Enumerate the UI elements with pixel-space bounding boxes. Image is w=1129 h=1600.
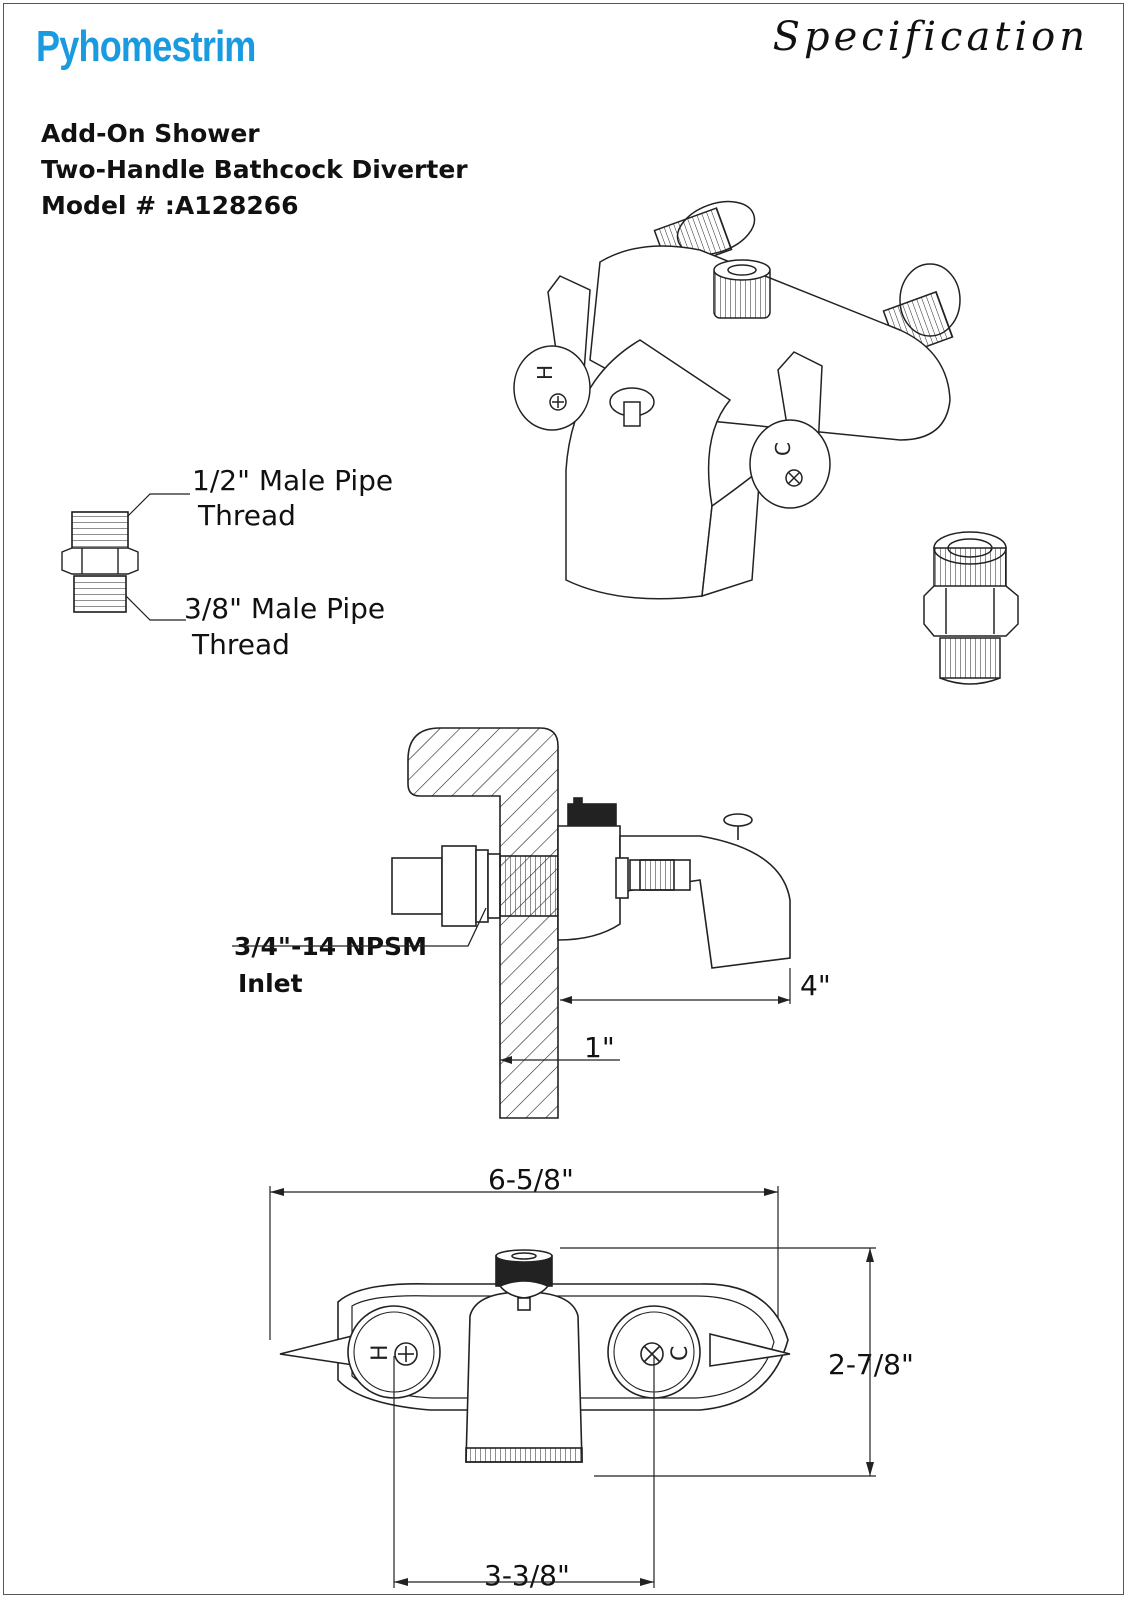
adapter-top-label-2: Thread: [198, 499, 296, 532]
brand-logo: Pyhomestrim: [36, 22, 256, 71]
adapter-bottom-label-2: Thread: [192, 628, 290, 661]
front-view-diagram: H C: [269, 1186, 876, 1588]
side-view-diagram: [232, 727, 791, 1119]
center-spacing-dimension: 3-3/8": [484, 1559, 570, 1592]
height-dimension: 2-7/8": [828, 1348, 914, 1381]
hot-mark: H: [533, 365, 557, 380]
model-number: Model # :A128266: [41, 191, 299, 220]
cold-mark: C: [771, 442, 795, 456]
pipe-adapter-diagram: [61, 493, 190, 621]
product-type: Two-Handle Bathcock Diverter: [41, 155, 468, 184]
product-info: Add-On Shower Two-Handle Bathcock Divert…: [41, 116, 468, 224]
product-name: Add-On Shower: [41, 119, 260, 148]
adapter-top-label-1: 1/2" Male Pipe: [192, 464, 394, 497]
faucet-isometric-diagram: H C: [513, 200, 961, 600]
wall-offset-dimension: 1": [584, 1031, 615, 1064]
front-hot-mark: H: [368, 1344, 393, 1361]
adapter-bottom-label-1: 3/8" Male Pipe: [184, 592, 386, 625]
adapter-isometric-diagram: [923, 531, 1019, 685]
page-title: Specification: [772, 14, 1089, 60]
inlet-label: Inlet: [238, 969, 303, 998]
overall-width-dimension: 6-5/8": [488, 1163, 574, 1196]
front-cold-mark: C: [668, 1346, 693, 1361]
spout-reach-dimension: 4": [800, 969, 831, 1002]
page-frame: [3, 3, 1124, 1595]
